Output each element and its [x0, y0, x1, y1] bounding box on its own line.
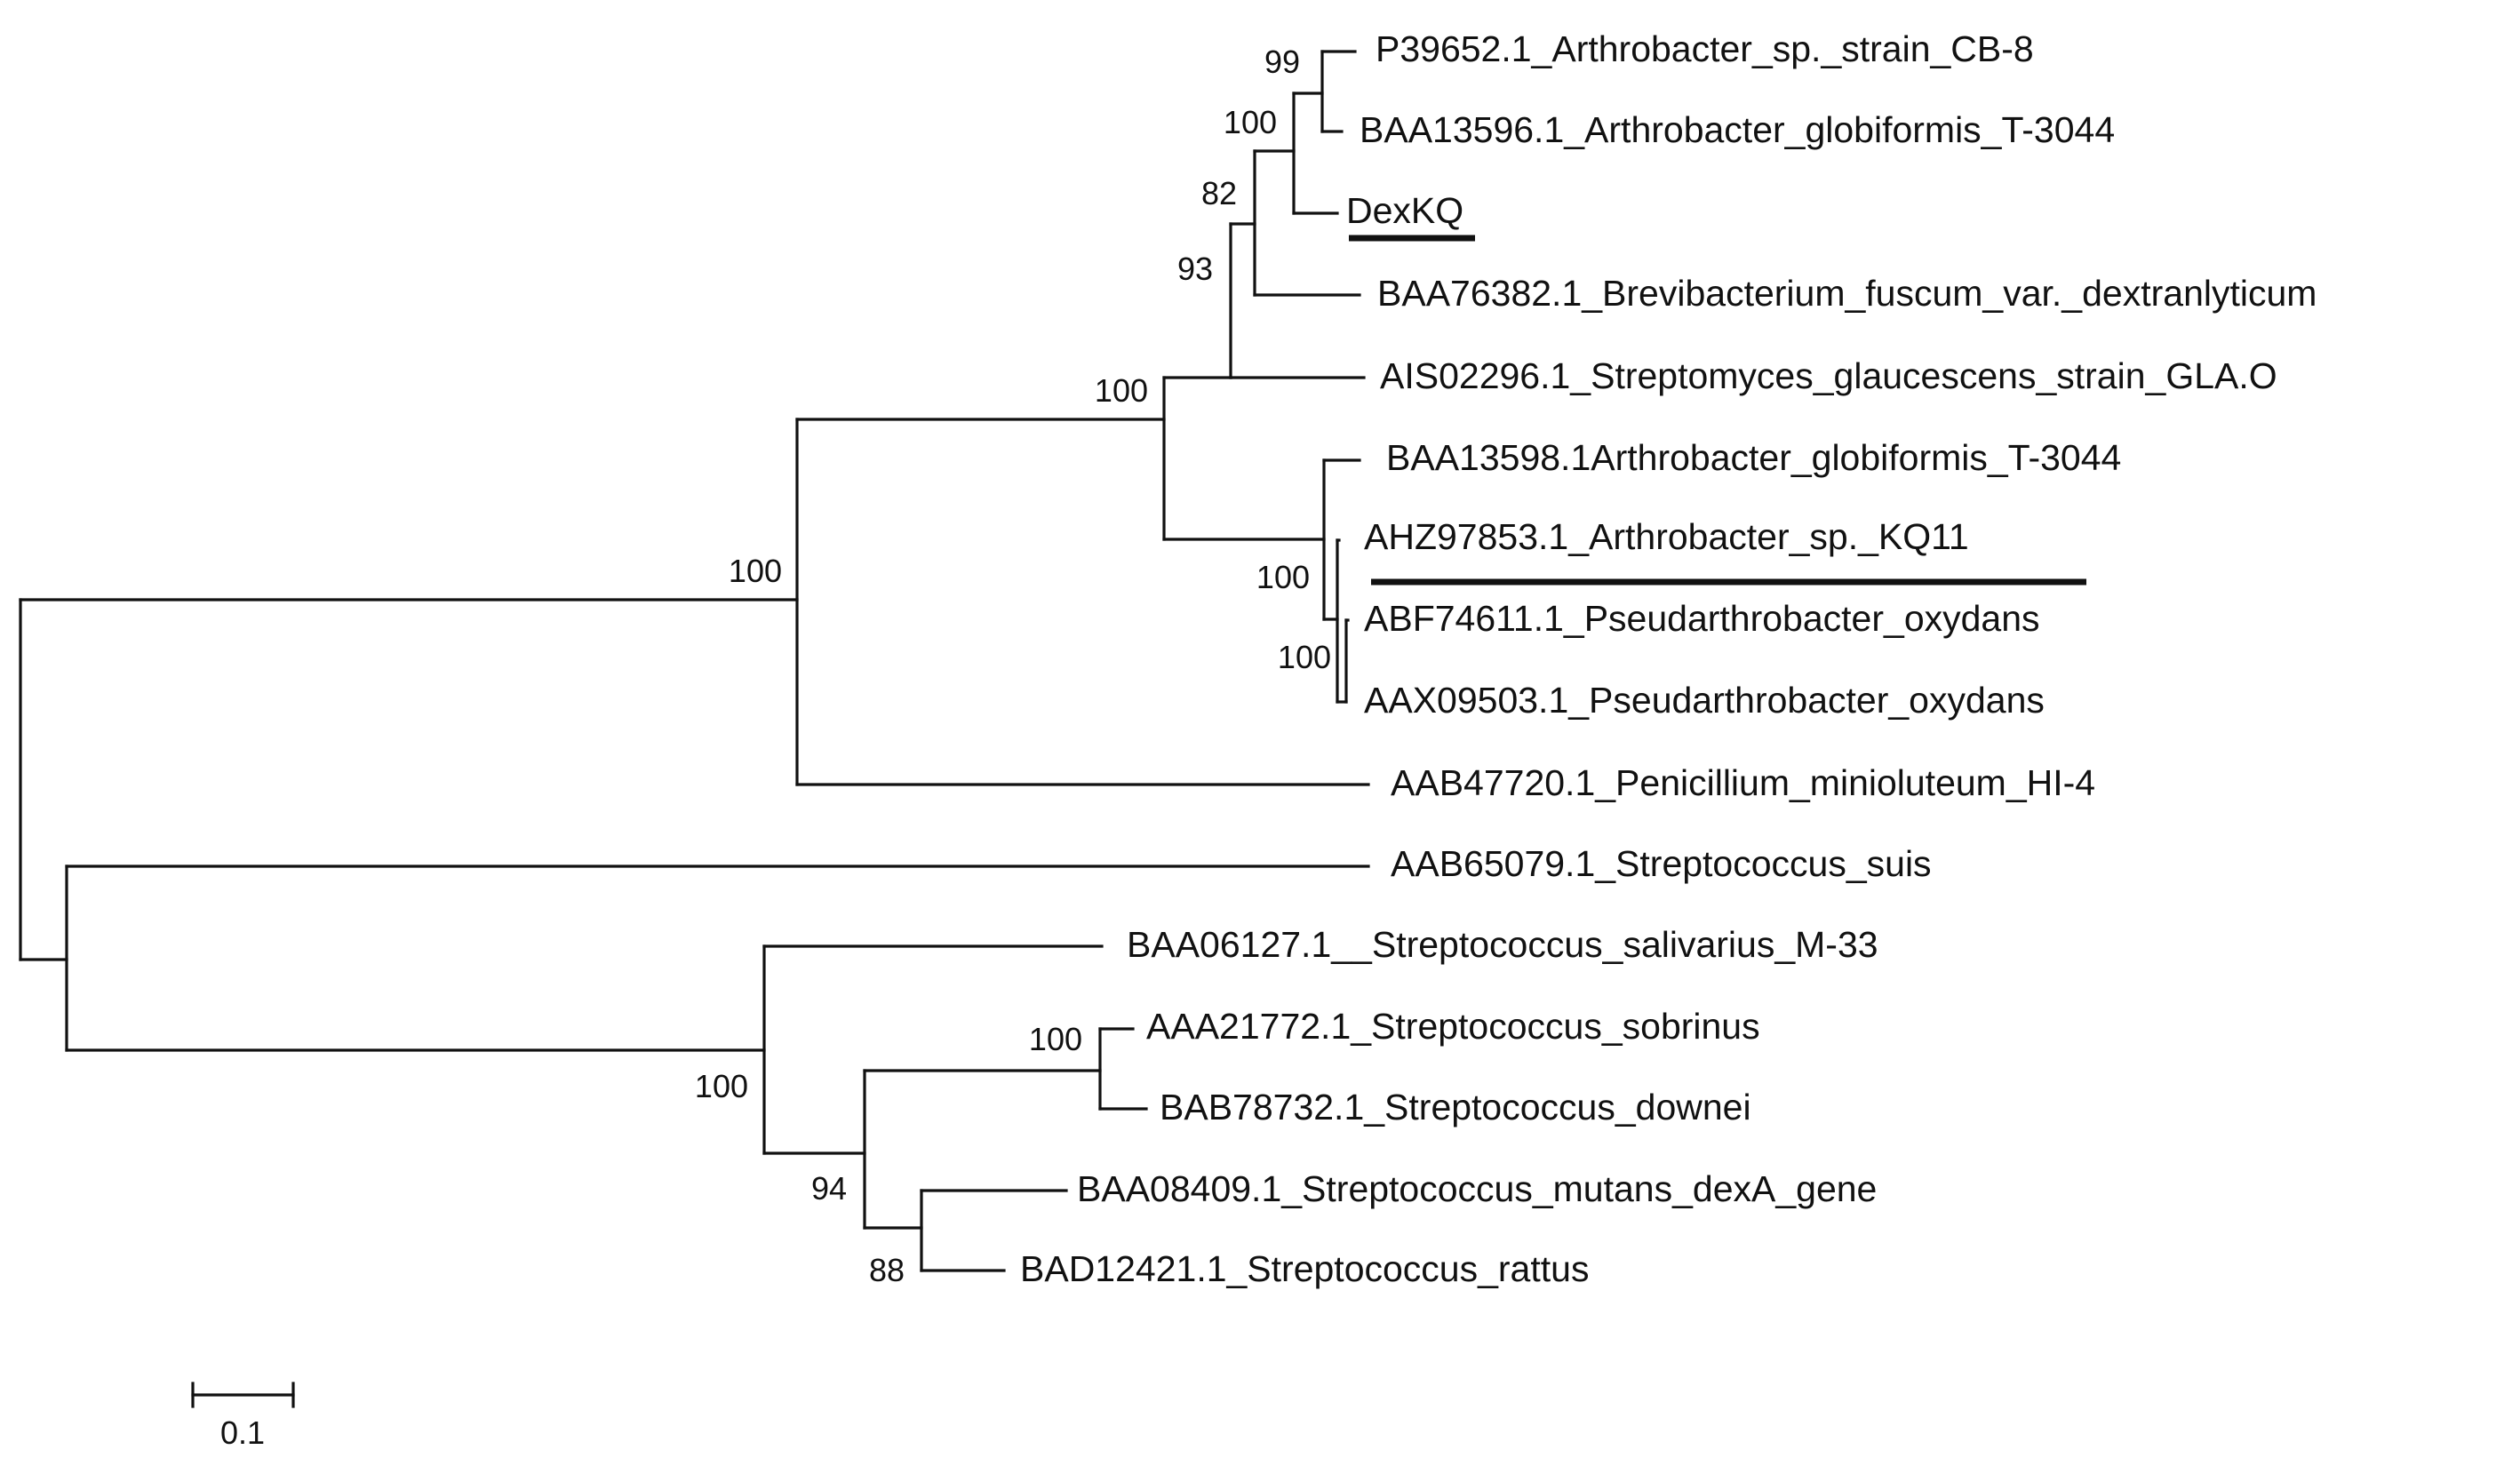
- leaf-label: BAA13598.1Arthrobacter_globiformis_T-304…: [1386, 437, 2121, 478]
- bootstrap-value: 82: [1201, 175, 1237, 211]
- bootstrap-value: 94: [811, 1170, 847, 1207]
- bootstrap-value: 100: [1029, 1021, 1082, 1057]
- scale-bar-label: 0.1: [220, 1414, 265, 1451]
- leaf-label: DexKQ: [1346, 190, 1463, 231]
- leaf-label: BAB78732.1_Streptococcus_downei: [1160, 1087, 1751, 1127]
- leaf-label: AAA21772.1_Streptococcus_sobrinus: [1146, 1006, 1760, 1047]
- bootstrap-value: 99: [1264, 44, 1300, 80]
- leaf-labels: P39652.1_Arthrobacter_sp._strain_CB-8 BA…: [1020, 28, 2317, 1289]
- leaf-label: BAA08409.1_Streptococcus_mutans_dexA_gen…: [1077, 1168, 1877, 1209]
- leaf-label: BAA13596.1_Arthrobacter_globiformis_T-30…: [1360, 109, 2115, 150]
- leaf-label: AAB47720.1_Penicillium_minioluteum_HI-4: [1391, 762, 2095, 803]
- scale-bar: 0.1: [191, 1382, 295, 1451]
- leaf-label: BAD12421.1_Streptococcus_rattus: [1020, 1248, 1589, 1289]
- leaf-label: BAA06127.1__Streptococcus_salivarius_M-3…: [1127, 924, 1878, 965]
- leaf-label: AHZ97853.1_Arthrobacter_sp._KQ11: [1364, 516, 1969, 557]
- leaf-label: ABF74611.1_Pseudarthrobacter_oxydans: [1364, 598, 2040, 639]
- leaf-label: AAB65079.1_Streptococcus_suis: [1391, 843, 1932, 884]
- leaf-label: BAA76382.1_Brevibacterium_fuscum_var._de…: [1377, 273, 2317, 314]
- bootstrap-value: 100: [695, 1068, 748, 1104]
- bootstrap-value: 100: [1278, 639, 1331, 675]
- leaf-label: P39652.1_Arthrobacter_sp._strain_CB-8: [1376, 28, 2034, 69]
- leaf-label: AAX09503.1_Pseudarthrobacter_oxydans: [1364, 680, 2045, 721]
- bootstrap-value: 100: [1224, 104, 1277, 140]
- bootstrap-value: 88: [869, 1252, 905, 1288]
- leaf-label: AIS02296.1_Streptomyces_glaucescens_stra…: [1380, 355, 2277, 396]
- leaf-underlines: [1349, 235, 2086, 586]
- bootstrap-value: 100: [729, 553, 782, 589]
- tree-branches: [19, 50, 1370, 1272]
- bootstrap-value: 93: [1177, 251, 1213, 287]
- bootstrap-value: 100: [1095, 372, 1148, 409]
- bootstrap-value: 100: [1256, 559, 1310, 595]
- bootstrap-labels: 99 100 82 93 100 100 100 100 100 94 88 1…: [695, 44, 1331, 1288]
